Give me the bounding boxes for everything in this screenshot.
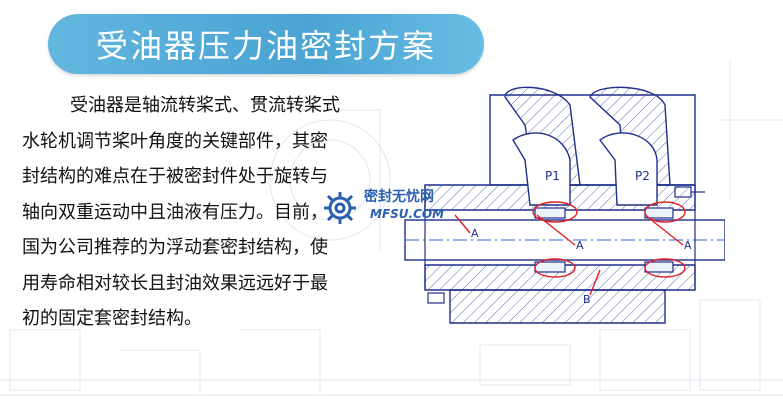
label-p1: P1 — [545, 169, 560, 183]
label-p2: P2 — [635, 169, 650, 183]
text-line: 国为公司推荐的为浮动套密封结构，使 — [22, 237, 328, 258]
title-banner: 受油器压力油密封方案 — [48, 14, 484, 74]
oil-passage-p1 — [512, 132, 571, 206]
text-line: 水轮机调节桨叶角度的关键部件，其密 — [22, 130, 328, 152]
site-watermark: 密封无忧网 MFSU.COM — [320, 186, 470, 230]
shaft — [404, 219, 725, 261]
text-line: 受油器是轴流转桨式、贯流转桨式 — [70, 95, 340, 116]
label-a3: A — [684, 239, 692, 252]
oil-passage-p2 — [599, 132, 658, 206]
watermark-cn: 密封无忧网 — [364, 189, 434, 205]
text-line: 轴向双重运动中且油液有压力。目前， — [22, 201, 328, 223]
gear-logo-icon — [324, 192, 356, 224]
text-line: 初的固定套密封结构。 — [22, 308, 202, 329]
text-line: 用寿命相对较长且封油效果远远好于最 — [22, 272, 328, 294]
description-text: 受油器是轴流转桨式、贯流转桨式 水轮机调节桨叶角度的关键部件，其密 封结构的难点… — [22, 88, 372, 337]
label-a2: A — [576, 239, 584, 252]
text-line: 封结构的难点在于被密封件处于旋转与 — [22, 166, 328, 187]
seal-callouts — [454, 201, 686, 296]
label-b: B — [583, 293, 591, 306]
label-a1: A — [471, 227, 479, 240]
seal-cross-section-diagram: P1 P2 A A A B — [404, 86, 725, 324]
page-title: 受油器压力油密封方案 — [95, 27, 436, 65]
watermark-en: MFSU.COM — [370, 207, 445, 221]
bolts — [427, 186, 705, 304]
